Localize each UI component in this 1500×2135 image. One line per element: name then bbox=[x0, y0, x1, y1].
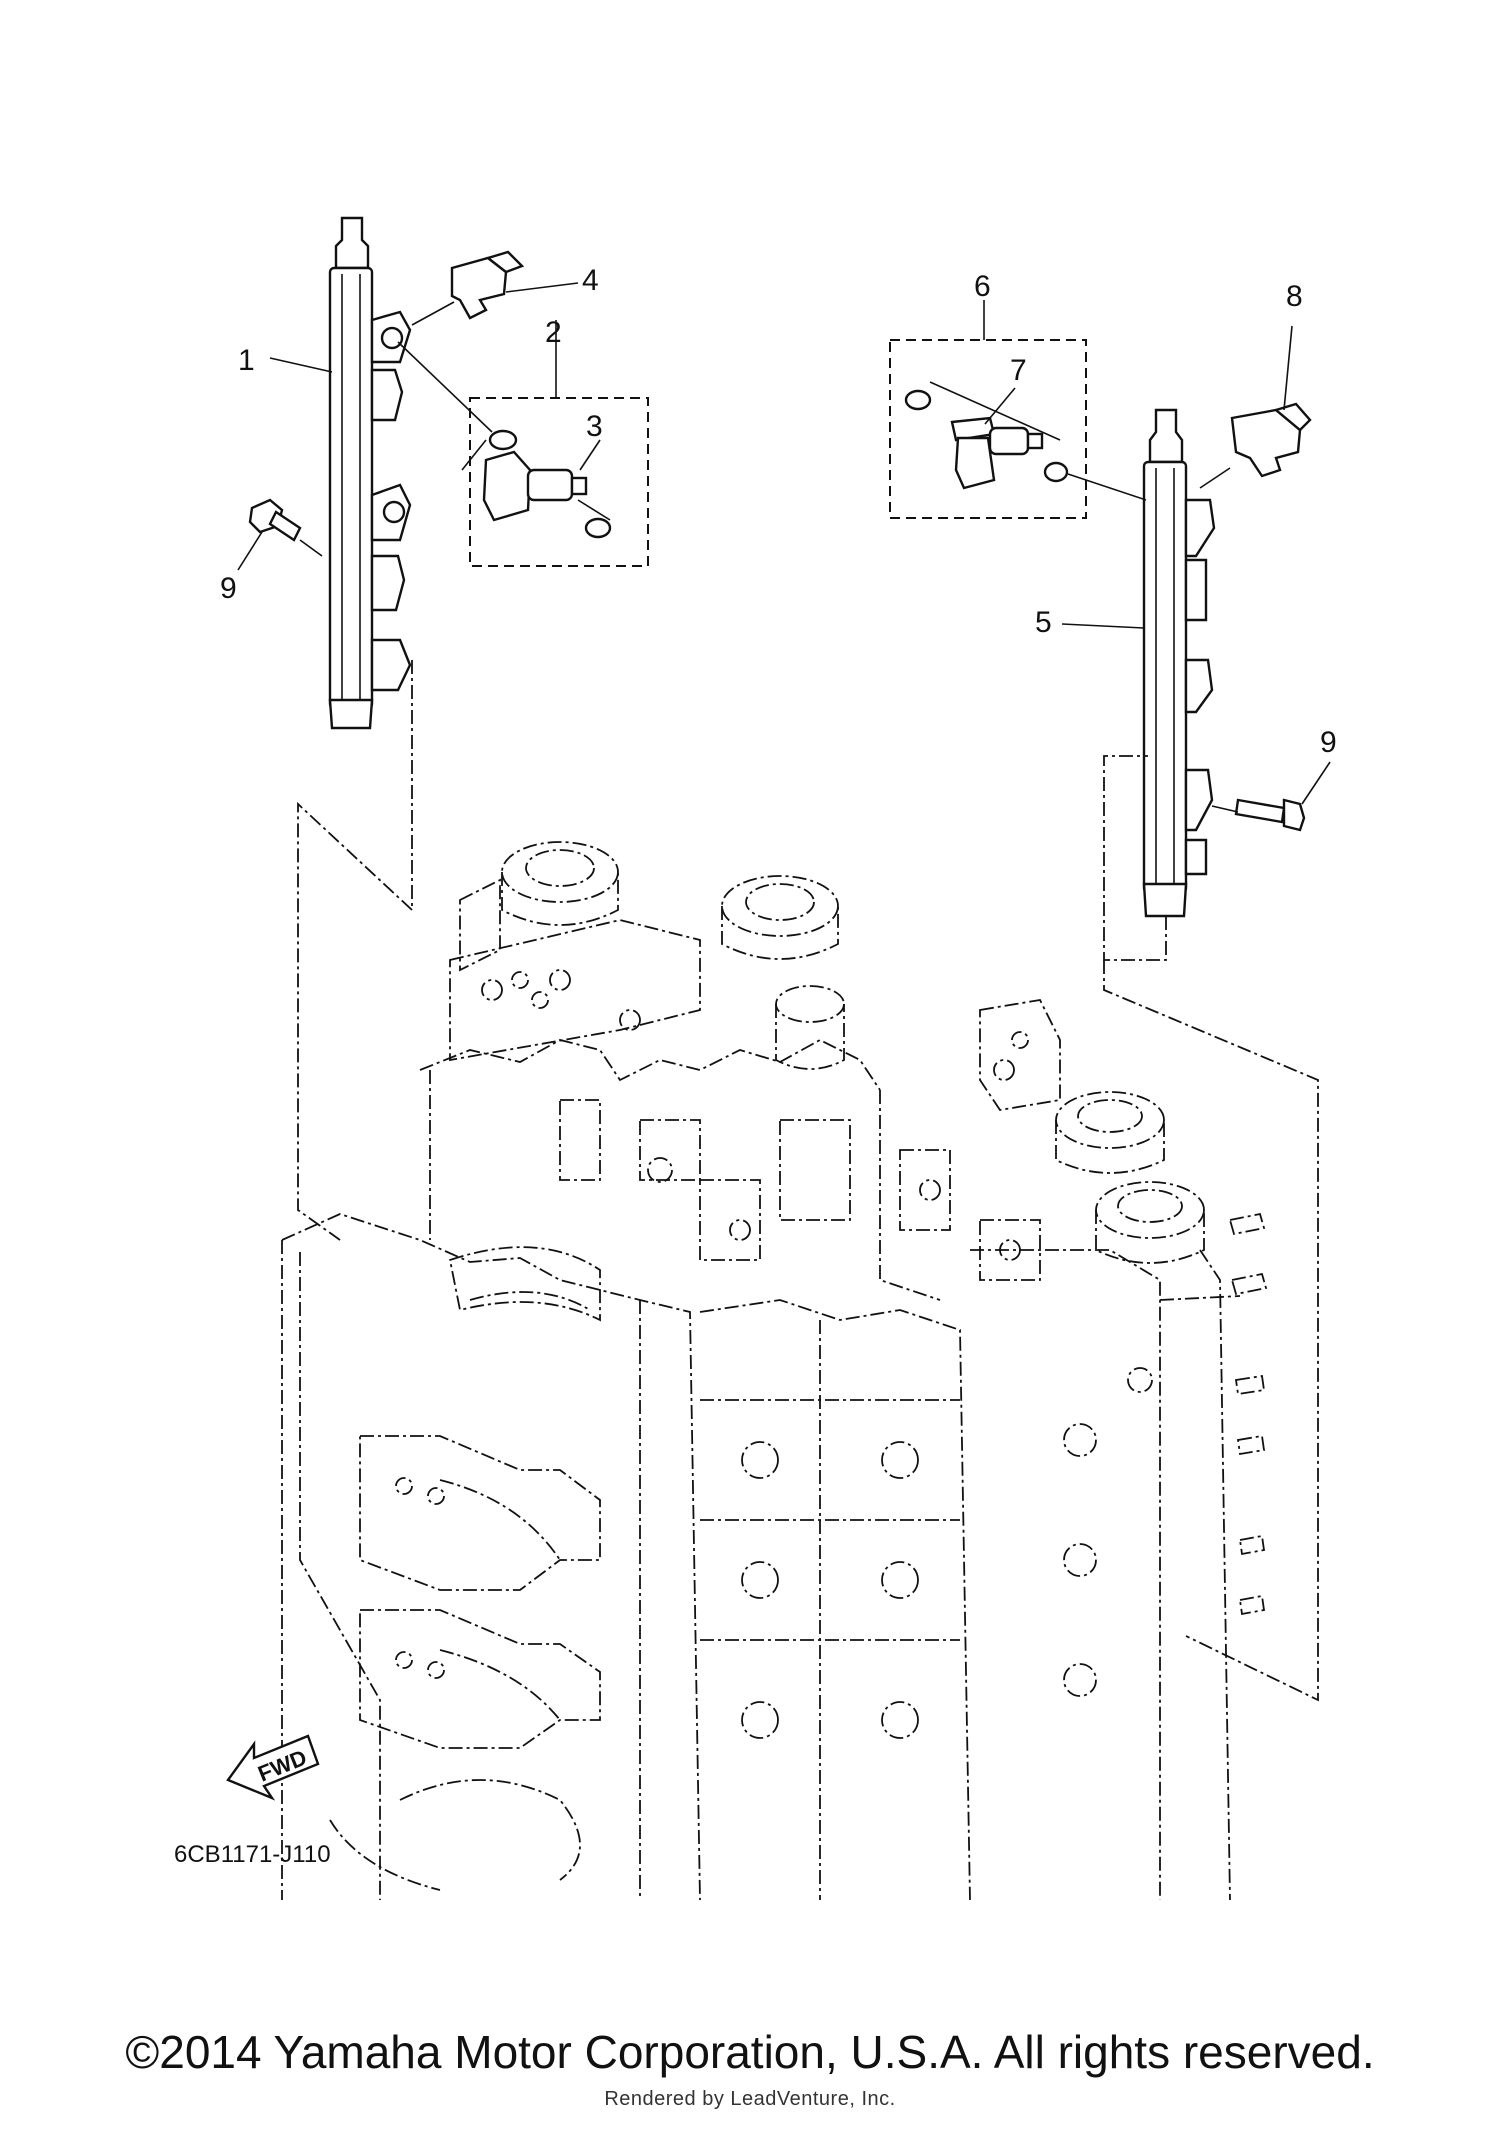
callout-2[interactable]: 2 bbox=[545, 316, 562, 349]
diagram-code: 6CB1171-J110 bbox=[174, 1841, 331, 1868]
bolt-left-9[interactable] bbox=[248, 498, 302, 542]
injector-kit-box-6 bbox=[889, 339, 1087, 519]
fuel-rail-right[interactable] bbox=[1142, 408, 1216, 918]
callout-3[interactable]: 3 bbox=[586, 410, 603, 443]
copyright-notice: ©2014 Yamaha Motor Corporation, U.S.A. A… bbox=[125, 2026, 1375, 2078]
engine-block bbox=[281, 841, 1268, 1901]
leader-lines bbox=[237, 282, 1331, 813]
callout-1[interactable]: 1 bbox=[238, 344, 255, 377]
fuel-rail-left[interactable] bbox=[328, 216, 412, 730]
callout-6[interactable]: 6 bbox=[974, 270, 991, 303]
callout-9-left[interactable]: 9 bbox=[220, 572, 237, 605]
callout-7[interactable]: 7 bbox=[1010, 354, 1027, 387]
injector-part-7[interactable] bbox=[904, 389, 1069, 490]
callout-4[interactable]: 4 bbox=[582, 264, 599, 297]
clip-part-8[interactable] bbox=[1230, 402, 1312, 478]
clip-part-4[interactable] bbox=[450, 250, 525, 320]
callout-9-right[interactable]: 9 bbox=[1320, 726, 1337, 759]
assembly-guide-lines bbox=[297, 660, 1319, 1702]
injector-part-3[interactable] bbox=[482, 429, 612, 539]
bolt-right-9[interactable] bbox=[1234, 798, 1306, 832]
rendered-by-credit: Rendered by LeadVenture, Inc. bbox=[604, 2088, 896, 2110]
callout-8[interactable]: 8 bbox=[1286, 280, 1303, 313]
fwd-arrow: FWD bbox=[226, 1734, 320, 1801]
callout-5[interactable]: 5 bbox=[1035, 606, 1052, 639]
injector-kit-box-2 bbox=[469, 397, 649, 567]
